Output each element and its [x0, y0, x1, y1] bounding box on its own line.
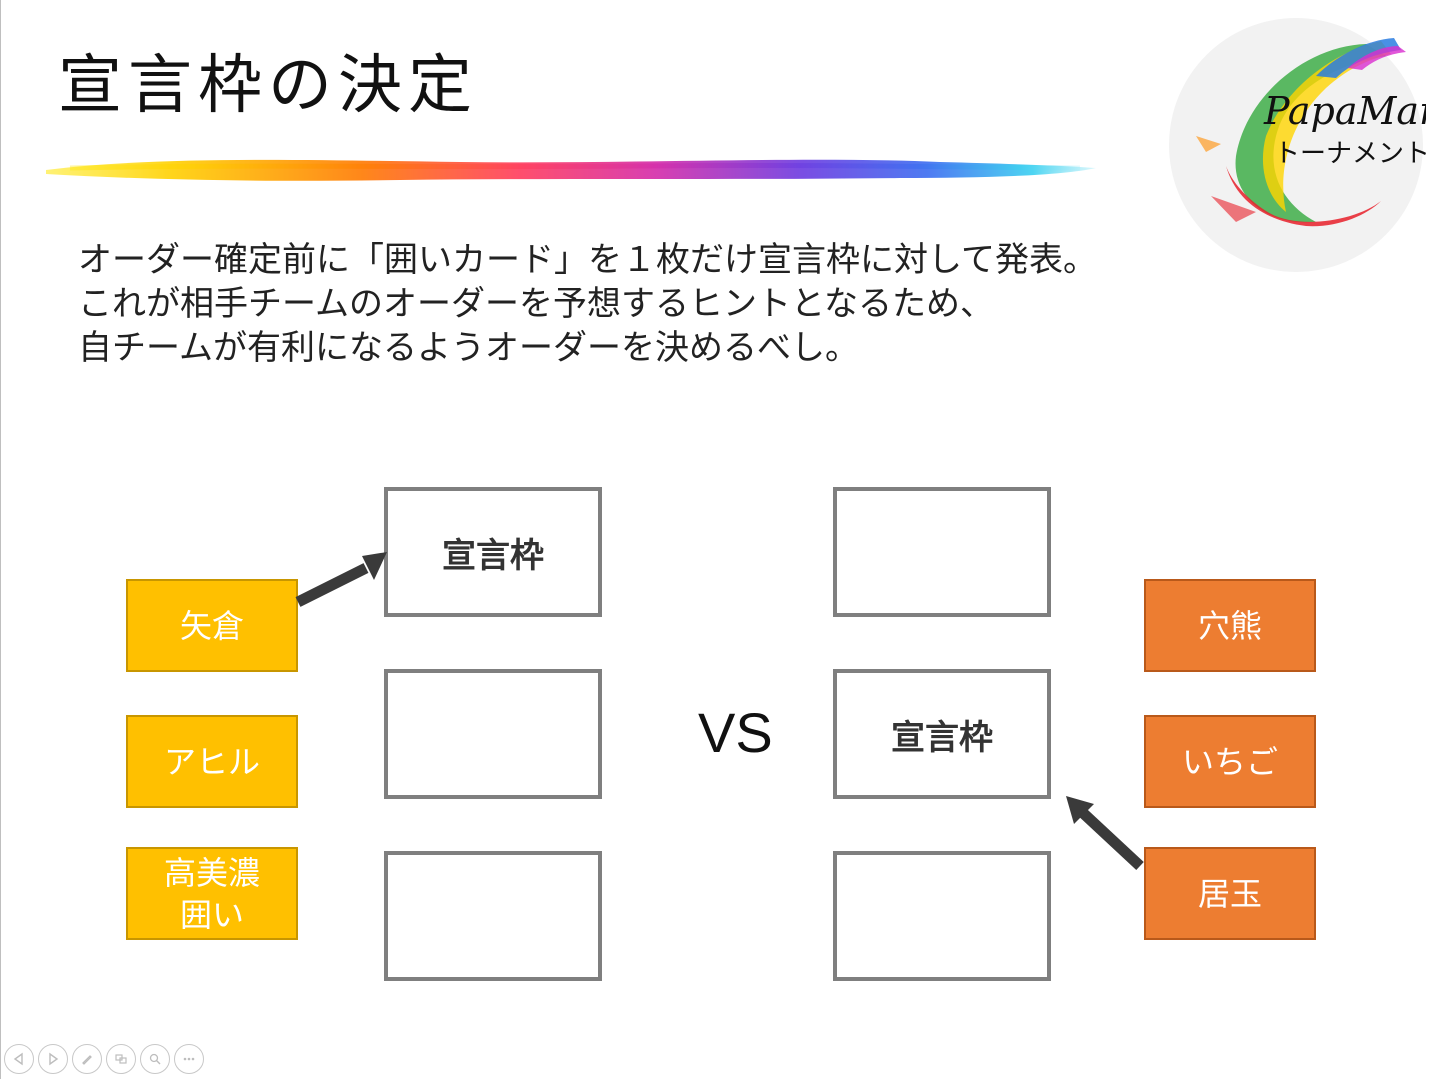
team-a-card-2: アヒル [126, 715, 298, 808]
right-slot-1 [833, 487, 1051, 617]
left-slot-3 [384, 851, 602, 981]
slide-body-text: オーダー確定前に「囲いカード」を１枚だけ宣言枠に対して発表。 これが相手チームの… [78, 238, 1178, 370]
next-icon[interactable] [38, 1044, 68, 1074]
slides-icon[interactable] [106, 1044, 136, 1074]
left-slot-2 [384, 669, 602, 799]
slideshow-controls [4, 1044, 204, 1078]
slide-left-edge [0, 0, 1, 1079]
logo-text-tournament: トーナメント [1274, 139, 1426, 169]
pen-icon[interactable] [72, 1044, 102, 1074]
zoom-icon[interactable] [140, 1044, 170, 1074]
previous-icon[interactable] [4, 1044, 34, 1074]
body-line-3: 自チームが有利になるようオーダーを決めるべし。 [78, 328, 859, 368]
arrow-icon-right [1066, 796, 1144, 871]
team-b-card-1: 穴熊 [1144, 579, 1316, 672]
slide-title: 宣言枠の決定 [58, 49, 478, 123]
vs-label: VS [698, 701, 773, 764]
right-slot-3 [833, 851, 1051, 981]
team-a-card-1: 矢倉 [126, 579, 298, 672]
more-icon[interactable] [174, 1044, 204, 1074]
arrow-icon-left [295, 552, 387, 607]
body-line-1: オーダー確定前に「囲いカード」を１枚だけ宣言枠に対して発表。 [78, 240, 1097, 280]
team-a-card-3: 高美濃 囲い [126, 847, 298, 940]
team-b-card-2: いちご [1144, 715, 1316, 808]
left-slot-1: 宣言枠 [384, 487, 602, 617]
rainbow-brush-stroke [46, 159, 1096, 181]
right-slot-2: 宣言枠 [833, 669, 1051, 799]
team-b-card-3: 居玉 [1144, 847, 1316, 940]
logo-text-papamama: PapaMama [1263, 89, 1426, 133]
body-line-2: これが相手チームのオーダーを予想するヒントとなるため、 [78, 284, 994, 324]
papamama-tournament-logo: PapaMama トーナメント [1169, 18, 1426, 272]
